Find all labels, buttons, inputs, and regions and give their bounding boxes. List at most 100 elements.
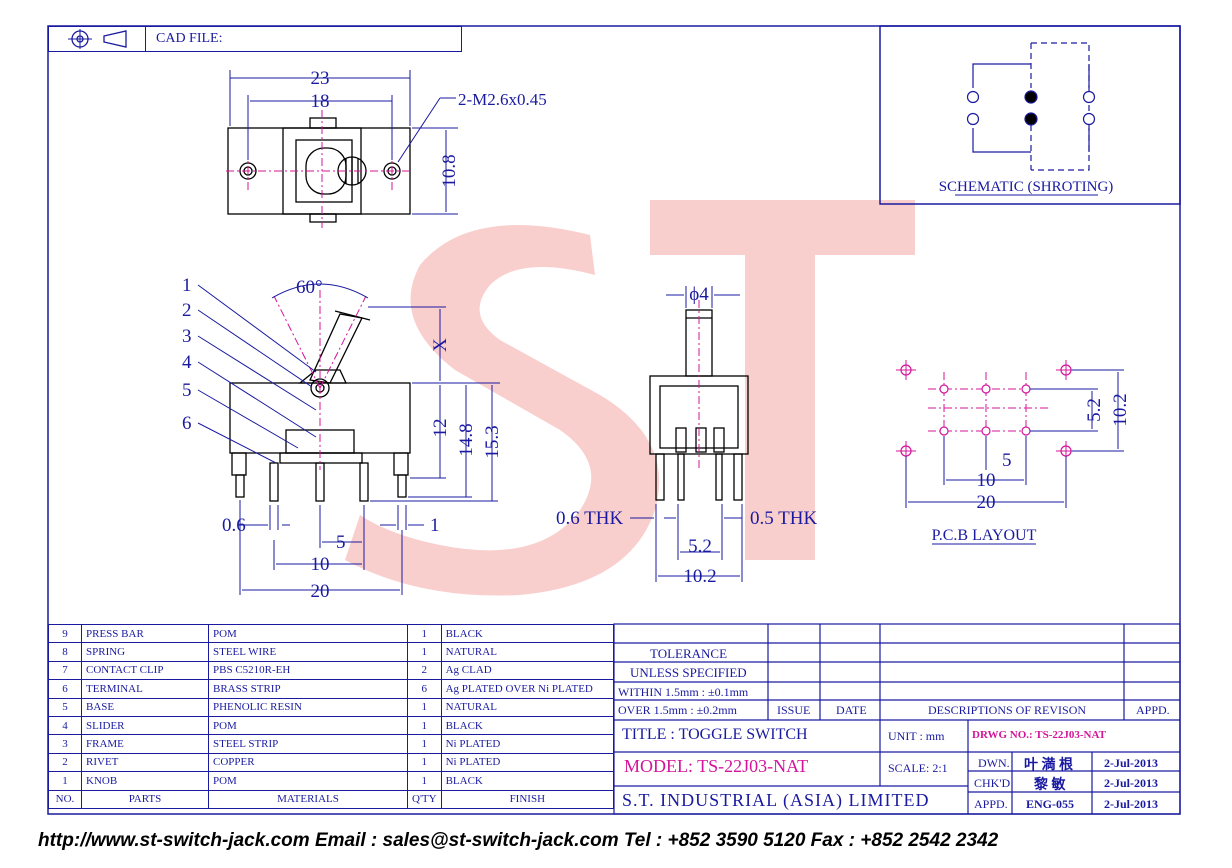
- bom-finish-cell: NATURAL: [440, 697, 615, 717]
- bom-part-cell: PRESS BAR: [81, 623, 209, 644]
- bom-finish-cell: Ni PLATED: [440, 734, 615, 754]
- schematic-label: SCHEMATIC (SHROTING): [939, 179, 1114, 195]
- bom-part-cell: FRAME: [81, 734, 209, 754]
- descriptions-col: DESCRIPTIONS OF REVISON: [928, 703, 1087, 717]
- bom-part-cell: SLIDER: [81, 715, 209, 736]
- bom-part-cell: PARTS: [81, 789, 209, 809]
- bom-no-cell: 4: [48, 715, 82, 736]
- chk-name: 黎 敏: [1034, 778, 1066, 793]
- drwg-no: DRWG NO.: TS-22J03-NAT: [972, 729, 1106, 741]
- pcb-dim-5: 5: [1002, 450, 1012, 471]
- date-col: DATE: [836, 703, 867, 717]
- callout-4: 4: [182, 352, 192, 373]
- dim-10-8: 10.8: [439, 154, 460, 187]
- bom-material-cell: POM: [208, 771, 408, 791]
- bom-part-cell: CONTACT CLIP: [81, 660, 209, 681]
- bom-part-cell: KNOB: [81, 771, 209, 791]
- dim-12: 12: [430, 419, 451, 438]
- bom-finish-cell: FINISH: [440, 789, 615, 809]
- bom-no-cell: 9: [48, 623, 82, 644]
- company-name: S.T. INDUSTRIAL (ASIA) LIMITED: [622, 790, 930, 810]
- bom-material-cell: BRASS STRIP: [208, 679, 408, 699]
- bom-finish-cell: BLACK: [440, 715, 615, 736]
- scale-text: SCALE: 2:1: [888, 761, 948, 775]
- st-watermark: [345, 200, 915, 596]
- chk-date: 2-Jul-2013: [1104, 776, 1158, 790]
- bom-qty-cell: 1: [407, 734, 442, 754]
- dwn-date: 2-Jul-2013: [1104, 756, 1158, 770]
- bom-no-cell: 3: [48, 734, 82, 754]
- pcb-dim-10: 10: [977, 470, 996, 491]
- chk-label: CHK'D: [974, 776, 1011, 790]
- bom-material-cell: COPPER: [208, 752, 408, 773]
- dim-14-8: 14.8: [456, 423, 477, 456]
- bom-part-cell: SPRING: [81, 642, 209, 662]
- bom-material-cell: PHENOLIC RESIN: [208, 697, 408, 717]
- bom-material-cell: POM: [208, 623, 408, 644]
- dim-phi4: ϕ4: [689, 284, 709, 305]
- bom-part-cell: TERMINAL: [81, 679, 209, 699]
- bom-material-cell: MATERIALS: [208, 789, 408, 809]
- dim-x: X: [430, 338, 451, 352]
- bom-finish-cell: BLACK: [440, 771, 615, 791]
- appd-date: 2-Jul-2013: [1104, 797, 1158, 811]
- appd-name: ENG-055: [1026, 797, 1074, 811]
- bom-qty-cell: 1: [407, 715, 442, 736]
- callout-2: 2: [182, 300, 192, 321]
- dim-0-5-thk: 0.5 THK: [750, 508, 817, 529]
- callout-6: 6: [182, 413, 192, 434]
- appd-col: APPD.: [1136, 703, 1170, 717]
- angle-60: 60°: [296, 277, 323, 298]
- dim-15-3: 15.3: [482, 425, 503, 458]
- unit-text: UNIT : mm: [888, 729, 945, 743]
- bom-finish-cell: BLACK: [440, 623, 615, 644]
- bom-finish-cell: Ni PLATED: [440, 752, 615, 773]
- bom-qty-cell: 1: [407, 623, 442, 644]
- bom-material-cell: PBS C5210R-EH: [208, 660, 408, 681]
- tolerance-within: WITHIN 1.5mm : ±0.1mm: [618, 685, 749, 699]
- bom-no-cell: 5: [48, 697, 82, 717]
- dim-5-2: 5.2: [688, 536, 712, 557]
- dim-20: 20: [311, 581, 330, 602]
- callout-5: 5: [182, 380, 192, 401]
- bom-material-cell: POM: [208, 715, 408, 736]
- dwn-label: DWN.: [978, 756, 1010, 770]
- dim-18: 18: [311, 91, 330, 112]
- bom-qty-cell: 1: [407, 642, 442, 662]
- issue-col: ISSUE: [777, 703, 811, 717]
- thread-label: 2-M2.6x0.45: [458, 90, 547, 109]
- bom-qty-cell: 6: [407, 679, 442, 699]
- bom-finish-cell: Ag PLATED OVER Ni PLATED: [440, 679, 615, 699]
- pcb-dim-10-2: 10.2: [1110, 393, 1131, 426]
- top-view: [227, 117, 411, 223]
- schematic-symbol: [966, 42, 1096, 171]
- bom-part-cell: RIVET: [81, 752, 209, 773]
- bom-no-cell: 2: [48, 752, 82, 773]
- tolerance-unless: UNLESS SPECIFIED: [630, 665, 747, 680]
- callout-1: 1: [182, 275, 192, 296]
- bom-material-cell: STEEL STRIP: [208, 734, 408, 754]
- pcb-dim-5-2: 5.2: [1084, 398, 1105, 422]
- dim-1: 1: [430, 515, 440, 536]
- dim-10-2: 10.2: [683, 566, 716, 587]
- footer-contact: http://www.st-switch-jack.com Email : sa…: [38, 830, 999, 851]
- title-block: [613, 623, 1181, 815]
- bom-qty-cell: Q'TY: [407, 789, 442, 809]
- model-text: MODEL: TS-22J03-NAT: [624, 756, 809, 776]
- dim-23: 23: [311, 68, 330, 89]
- title-text: TITLE : TOGGLE SWITCH: [622, 726, 808, 743]
- dim-0-6: 0.6: [222, 515, 246, 536]
- bom-no-cell: NO.: [48, 789, 82, 809]
- projection-symbol: [49, 27, 146, 51]
- bom-qty-cell: 1: [407, 697, 442, 717]
- cad-header: CAD FILE:: [48, 26, 462, 52]
